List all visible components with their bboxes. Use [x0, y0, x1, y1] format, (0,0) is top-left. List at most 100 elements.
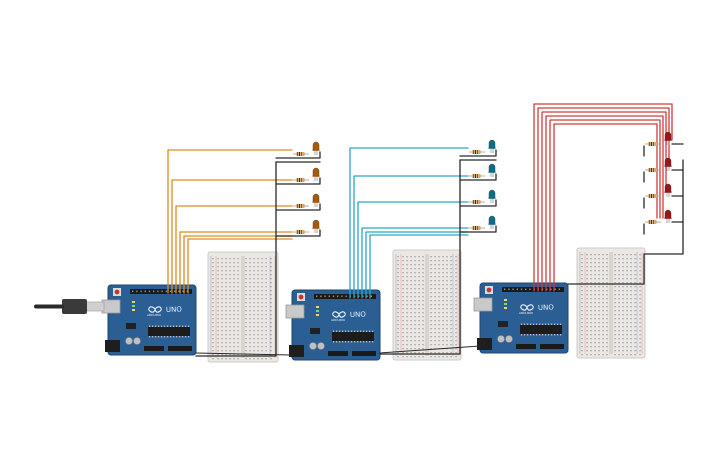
resistor-band	[655, 194, 656, 198]
breadboard-hole	[245, 282, 247, 284]
breadboard-hole	[253, 298, 255, 300]
header-pin	[169, 290, 172, 293]
chip-pin	[351, 341, 353, 343]
breadboard-hole	[630, 294, 632, 296]
breadboard-hole	[261, 330, 263, 332]
breadboard-hole	[450, 272, 452, 274]
breadboard-hole	[434, 320, 436, 322]
breadboard-hole	[265, 334, 267, 336]
breadboard-hole	[245, 322, 247, 324]
resistor	[648, 194, 657, 198]
breadboard-hole	[450, 296, 452, 298]
resistor-band	[473, 150, 474, 154]
ground-wire	[379, 159, 461, 355]
breadboard-hole	[606, 294, 608, 296]
signal-wire	[545, 115, 664, 292]
breadboard-hole	[594, 290, 596, 292]
breadboard-hole	[257, 318, 259, 320]
led-resistor-pair	[469, 189, 496, 204]
breadboard-hole	[450, 268, 452, 270]
breadboard-hole	[249, 278, 251, 280]
breadboard-hole	[414, 324, 416, 326]
chip-pin	[363, 330, 365, 332]
breadboard-hole	[414, 256, 416, 258]
breadboard-hole	[418, 268, 420, 270]
breadboard-hole	[614, 314, 616, 316]
breadboard-hole	[265, 306, 267, 308]
breadboard-hole	[450, 356, 452, 358]
breadboard-hole	[450, 316, 452, 318]
resistor-band	[299, 204, 300, 208]
breadboard-hole	[410, 256, 412, 258]
breadboard-hole	[402, 276, 404, 278]
breadboard-hole	[257, 314, 259, 316]
breadboard-hole	[442, 324, 444, 326]
breadboard-hole	[434, 280, 436, 282]
breadboard-hole	[261, 258, 263, 260]
breadboard-hole	[225, 262, 227, 264]
breadboard-hole	[455, 316, 457, 318]
breadboard-hole	[438, 268, 440, 270]
breadboard-hole	[229, 322, 231, 324]
breadboard-hole	[442, 320, 444, 322]
breadboard-hole	[422, 296, 424, 298]
led-rim	[488, 223, 496, 225]
breadboard-hole	[430, 256, 432, 258]
breadboard-hole	[217, 302, 219, 304]
breadboard-hole	[446, 312, 448, 314]
breadboard-hole	[639, 282, 641, 284]
breadboard-hole	[217, 346, 219, 348]
breadboard-hole	[630, 282, 632, 284]
breadboard-hole	[257, 286, 259, 288]
breadboard-hole	[590, 262, 592, 264]
breadboard-hole	[233, 258, 235, 260]
resistor-band	[303, 230, 304, 234]
breadboard-hole	[455, 288, 457, 290]
breadboard-hole	[618, 326, 620, 328]
breadboard-hole	[446, 344, 448, 346]
breadboard-hole	[622, 326, 624, 328]
chip-pin	[155, 325, 157, 327]
breadboard-hole	[257, 298, 259, 300]
breadboard-hole	[618, 282, 620, 284]
breadboard-hole	[630, 270, 632, 272]
breadboard-hole	[639, 286, 641, 288]
chip-pin	[167, 336, 169, 338]
breadboard-hole	[602, 282, 604, 284]
breadboard-hole	[614, 342, 616, 344]
chip-pin	[179, 325, 181, 327]
breadboard-hole	[414, 284, 416, 286]
breadboard-hole	[249, 310, 251, 312]
breadboard-hole	[434, 308, 436, 310]
breadboard-hole	[586, 314, 588, 316]
breadboard-hole	[406, 276, 408, 278]
breadboard-hole	[212, 354, 214, 356]
breadboard-hole	[418, 292, 420, 294]
breadboard-hole	[225, 338, 227, 340]
resistor-band	[297, 152, 298, 156]
breadboard-hole	[221, 358, 223, 360]
breadboard-hole	[422, 312, 424, 314]
breadboard-hole	[626, 318, 628, 320]
chip-pin	[161, 336, 163, 338]
breadboard-hole	[253, 310, 255, 312]
breadboard-hole	[594, 314, 596, 316]
breadboard-hole	[225, 314, 227, 316]
breadboard-hole	[225, 266, 227, 268]
breadboard-hole	[602, 286, 604, 288]
breadboard-hole	[446, 272, 448, 274]
breadboard-hole	[450, 264, 452, 266]
status-led	[504, 307, 507, 309]
led-resistor-pair	[469, 139, 496, 154]
reset-button-cap	[298, 294, 304, 300]
breadboard-hole	[257, 346, 259, 348]
breadboard-hole	[581, 342, 583, 344]
breadboard-hole	[586, 286, 588, 288]
breadboard-hole	[434, 296, 436, 298]
breadboard-hole	[422, 332, 424, 334]
breadboard-hole	[606, 310, 608, 312]
breadboard-hole	[265, 290, 267, 292]
breadboard-hole	[265, 314, 267, 316]
breadboard-hole	[422, 272, 424, 274]
breadboard-hole	[225, 282, 227, 284]
